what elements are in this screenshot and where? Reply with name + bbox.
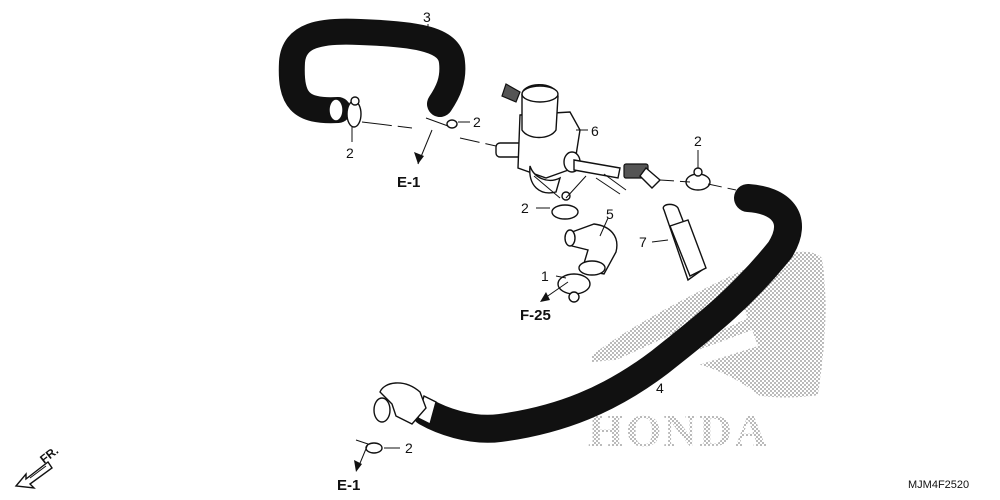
reference-e1-lower: E-1 (337, 477, 360, 494)
reference-arrow-e1-upper (414, 129, 433, 165)
hose-clip-lower (355, 439, 383, 454)
cover-part-7 (662, 203, 707, 282)
callout-2-right: 2 (694, 133, 702, 149)
callout-3: 3 (423, 9, 431, 25)
callout-6: 6 (591, 123, 599, 139)
callout-5: 5 (606, 206, 614, 222)
callout-2-upper-middle: 2 (473, 114, 481, 130)
front-label: FR. (37, 443, 61, 466)
hose-clip-right (685, 167, 711, 191)
callout-2-upper-left: 2 (346, 145, 354, 161)
reference-f25: F-25 (520, 307, 551, 324)
air-injection-valve-part-6 (495, 83, 662, 194)
reference-e1-upper: E-1 (397, 174, 420, 191)
hose-part-3 (278, 18, 466, 124)
hose-clip-upper-middle (425, 117, 458, 129)
reference-arrow-e1-lower (354, 443, 369, 472)
callout-2-center: 2 (521, 200, 529, 216)
hose-clip-center (551, 191, 579, 220)
callout-2-lower: 2 (405, 440, 413, 456)
leader-lines (351, 24, 737, 449)
front-direction-arrow-icon (14, 460, 53, 489)
reference-arrow-f25 (540, 281, 569, 302)
callout-1: 1 (541, 268, 549, 284)
callout-4: 4 (656, 380, 664, 396)
hose-clip-upper-left (346, 96, 362, 128)
drawing-code: MJM4F2520 (908, 479, 969, 491)
elbow-hose-part-5 (564, 223, 618, 276)
honda-brand-watermark: HONDA (588, 405, 769, 456)
hose-clip-part-1 (557, 273, 591, 303)
callout-7: 7 (639, 234, 647, 250)
